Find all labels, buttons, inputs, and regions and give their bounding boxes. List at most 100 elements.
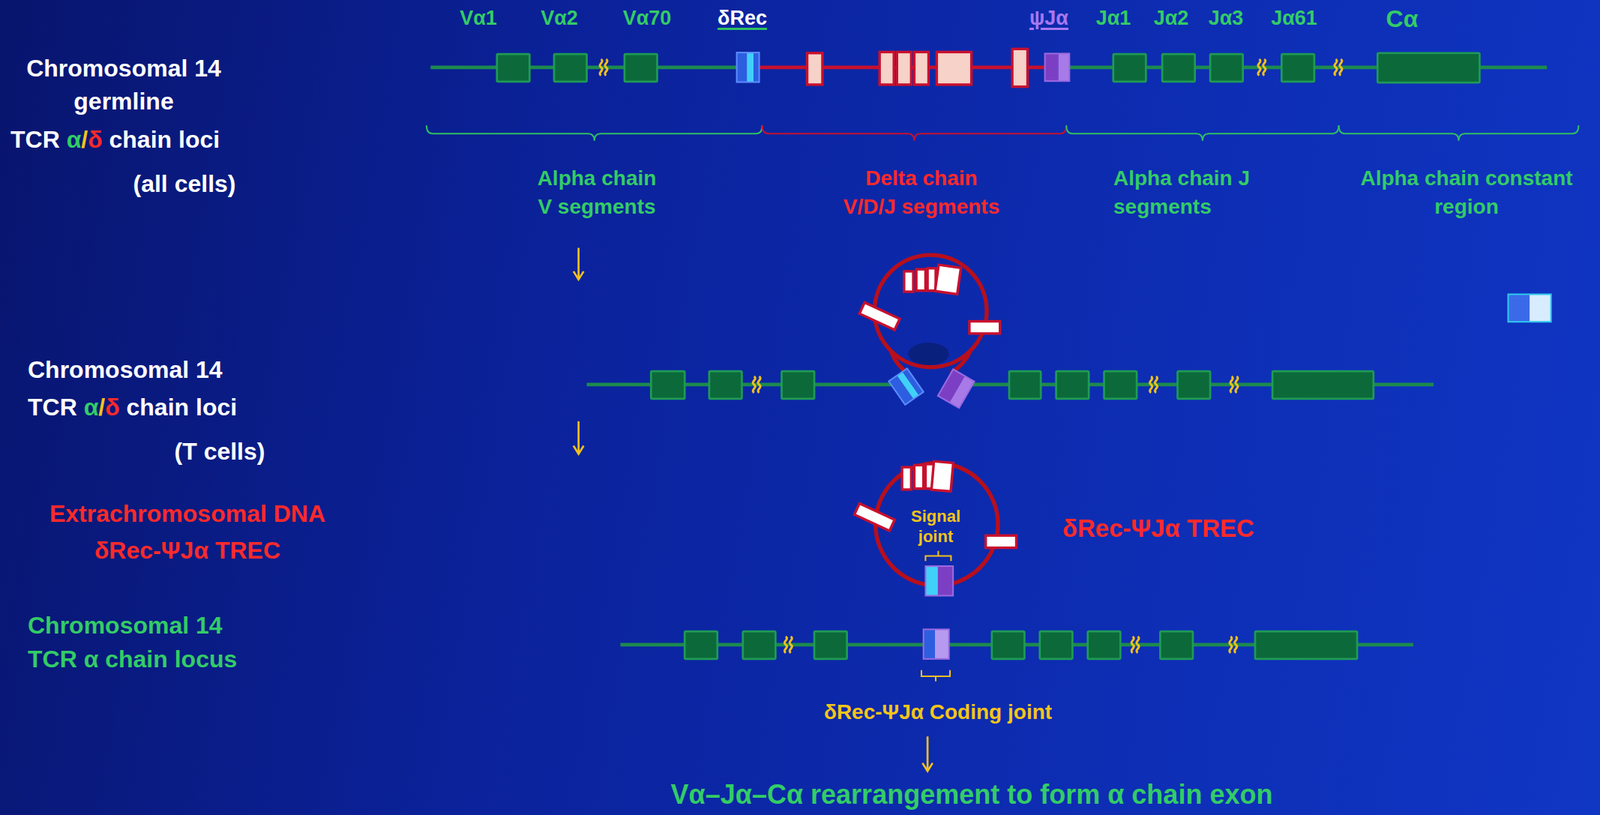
region-bracket <box>1066 125 1339 141</box>
gene-segment <box>782 371 815 399</box>
region-bracket <box>1339 125 1580 141</box>
gap-symbol <box>1263 59 1266 76</box>
rss-part <box>937 566 953 596</box>
gene-segment <box>1177 371 1211 399</box>
gene-segment <box>1113 53 1147 82</box>
gene-segment <box>554 53 588 82</box>
rss-part <box>1508 293 1531 322</box>
row-label: Chromosomal 14 TCR α/δ chain loci <box>27 350 237 426</box>
gene-segment <box>1159 631 1193 660</box>
gene-segment <box>497 53 531 82</box>
gap-symbol <box>605 59 608 76</box>
delta-segment <box>913 51 929 85</box>
gap-symbol <box>1235 376 1238 393</box>
rss-part <box>1045 53 1059 81</box>
gene-segment <box>1104 371 1138 399</box>
delta-segment-box <box>901 467 911 490</box>
delta-segment-box <box>936 51 971 85</box>
rss-segment <box>1508 293 1552 322</box>
delta-segment <box>807 53 823 85</box>
gene-segment <box>991 631 1025 660</box>
delta-segment <box>896 51 911 85</box>
delta-segment <box>901 467 911 490</box>
gap-symbol <box>1131 636 1134 654</box>
delta-segment <box>936 51 971 85</box>
rss-outline <box>937 368 975 408</box>
region-bracket <box>426 125 763 141</box>
segment-name: Jα61 <box>1270 5 1318 30</box>
delta-segment-box <box>853 503 895 531</box>
gap-symbol <box>1258 59 1261 76</box>
loop-junction <box>907 342 949 366</box>
gap-symbol <box>1136 636 1139 654</box>
gap-symbol <box>784 636 787 654</box>
rss-segment <box>937 368 975 408</box>
delta-segment <box>1012 48 1028 87</box>
segment-name: δRec <box>717 5 768 30</box>
delta-segment-box <box>896 51 911 85</box>
delta-segment-box <box>913 464 923 489</box>
gap-symbol <box>752 376 756 393</box>
rss-segment <box>925 566 953 596</box>
gap-symbol <box>1234 636 1238 654</box>
gene-segment <box>624 53 658 82</box>
joint-label: δRec-ΨJα Coding joint <box>823 699 1052 726</box>
rss-outline <box>925 566 953 596</box>
delta-segment <box>853 503 895 531</box>
row-label: Chromosomal 14 TCR α chain locus <box>27 608 237 677</box>
delta-segment-box <box>985 535 1017 548</box>
rss-segment <box>737 52 760 82</box>
gene-segment <box>1056 371 1090 399</box>
delta-segment <box>916 269 926 291</box>
rss-part <box>746 52 754 82</box>
region-bracket <box>762 125 1067 141</box>
rss-part <box>737 52 747 82</box>
delta-segment-box <box>904 271 914 292</box>
row-label: (T cells) <box>174 437 266 466</box>
segment-name: Jα2 <box>1153 5 1190 30</box>
delta-segment <box>969 321 1001 334</box>
delta-segment-box <box>879 51 894 85</box>
segment-name: Vα1 <box>459 5 498 30</box>
delta-segment <box>985 535 1017 548</box>
joint-bracket <box>921 670 950 682</box>
region-label: Alpha chain J segments <box>1113 164 1250 222</box>
delta-segment <box>904 271 914 292</box>
rss-part <box>902 368 924 395</box>
delta-segment-box <box>859 302 900 330</box>
delta-segment-box <box>934 264 962 294</box>
rss-part <box>923 629 935 659</box>
gene-segment <box>684 631 718 660</box>
joint-label: Signal joint <box>910 506 961 547</box>
trec-label: δRec-ΨJα TREC <box>1062 513 1255 544</box>
joint-bracket <box>925 551 951 562</box>
step-arrowhead <box>573 446 585 455</box>
step-arrow <box>577 421 580 455</box>
delta-segment-box <box>1012 48 1028 87</box>
gene-segment <box>1272 371 1374 399</box>
rss-part <box>1058 53 1070 81</box>
region-label: Delta chain V/D/J segments <box>843 164 1001 222</box>
excision-loop <box>874 254 987 368</box>
gene-segment <box>1281 53 1315 82</box>
row-label: Chromosomal 14 germline <box>26 51 222 118</box>
rss-outline <box>923 629 950 659</box>
rss-outline <box>737 52 760 82</box>
segment-name: Vα70 <box>623 5 672 30</box>
gene-segment <box>1377 53 1480 83</box>
gap-symbol <box>1334 59 1337 76</box>
delta-segment-box <box>931 461 953 492</box>
rss-part <box>925 566 938 596</box>
region-label: Alpha chain V segments <box>537 164 657 222</box>
rss-segment <box>888 368 923 405</box>
gene-segment <box>709 371 743 399</box>
row-label: (all cells) <box>133 169 237 198</box>
delta-segment-box <box>913 51 929 85</box>
rss-outline <box>1045 53 1070 81</box>
result-caption: Vα–Jα–Cα rearrangement to form α chain e… <box>671 778 1274 811</box>
rss-outline <box>1508 293 1552 322</box>
gene-segment <box>1087 631 1121 660</box>
segment-name: ψJα <box>1029 5 1069 30</box>
delta-segment <box>934 264 962 294</box>
